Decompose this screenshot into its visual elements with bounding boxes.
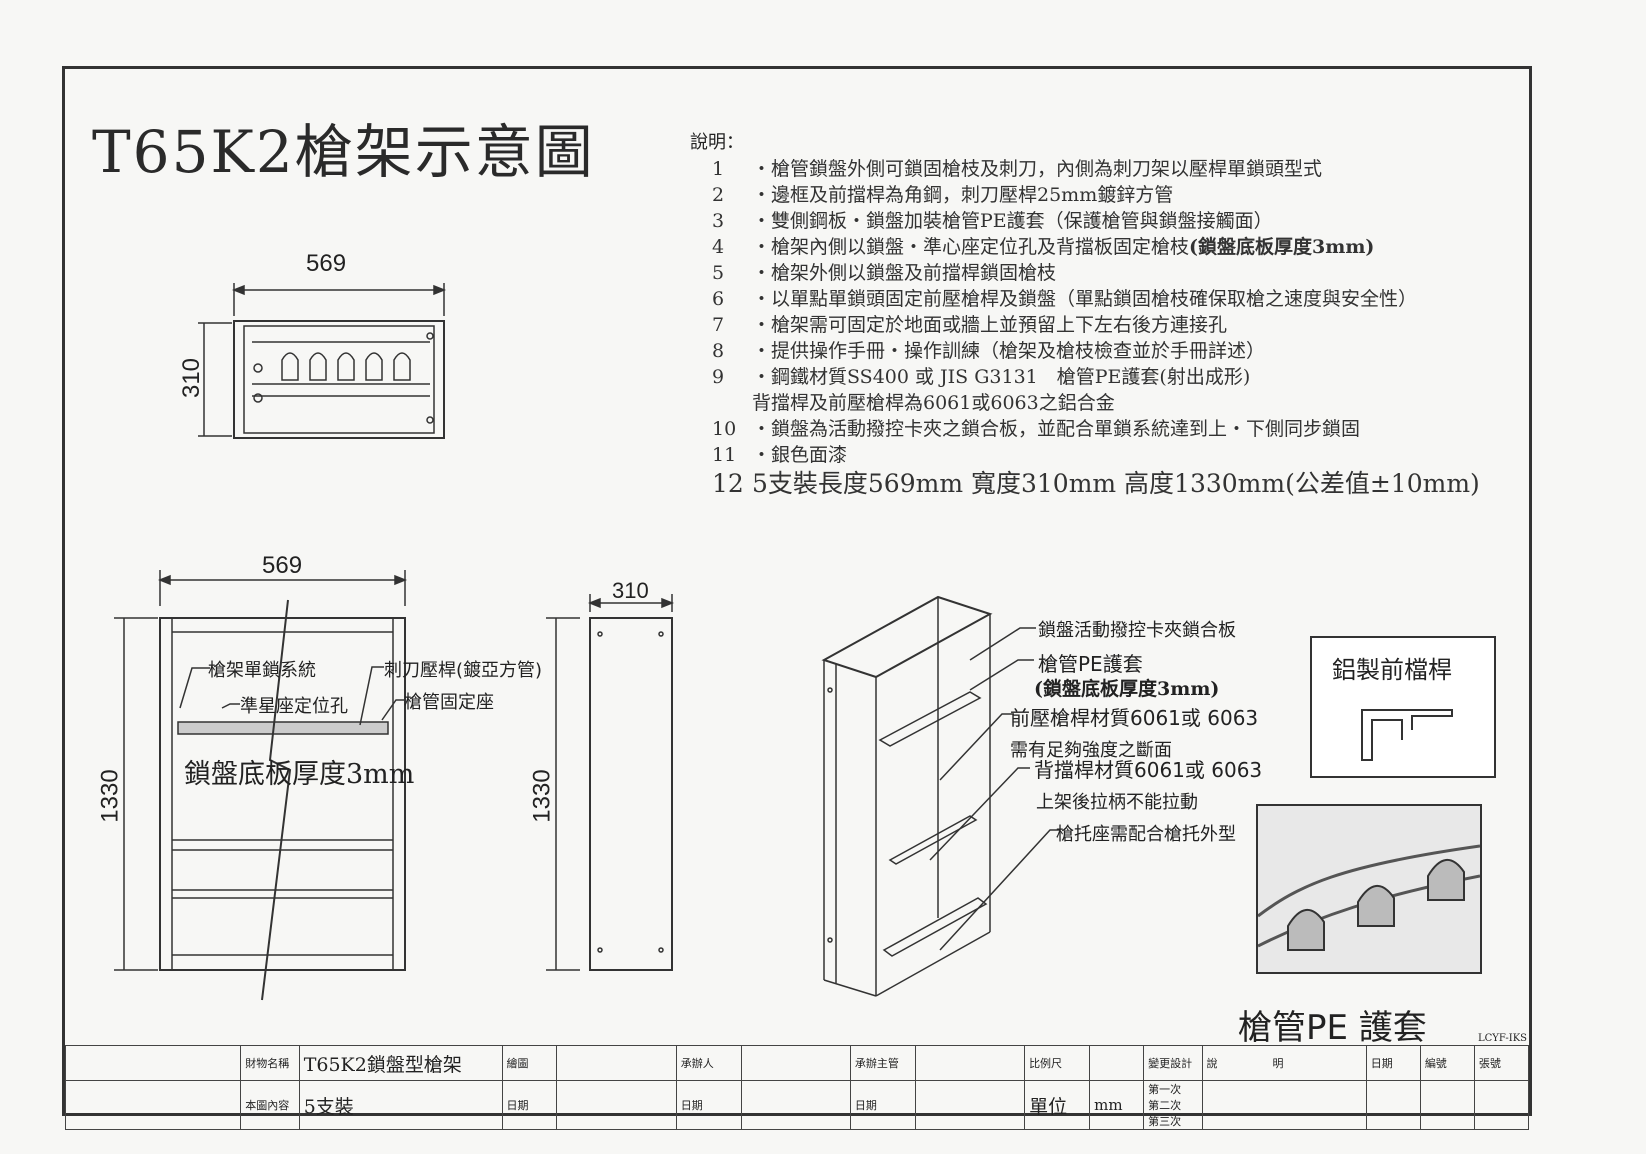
tb-desc2: 明 (1272, 1057, 1284, 1070)
note-item: 12 5支裝長度569mm 寬度310mm 高度1330mm(公差值±10mm) (712, 464, 1480, 500)
top-depth-dimension: 310 (178, 357, 206, 399)
label-lock-plate: 鎖盤活動撥控卡夾鎖合板 (1038, 620, 1236, 641)
note-item: 5 ・槍架外側以鎖盤及前擋桿鎖固槍枝 (712, 258, 1056, 285)
tb-date-label: 日期 (501, 1080, 557, 1130)
page-title: T65K2槍架示意圖 (92, 118, 595, 186)
side-view (546, 594, 675, 971)
label-lock-system: 槍架單鎖系統 (208, 660, 316, 681)
label-front-bar-material: 前壓槍桿材質6061或 6063 (1010, 706, 1259, 730)
tb-scale-label: 比例尺 (1024, 1045, 1091, 1081)
note-item: 6 ・以單點單鎖頭固定前壓槍桿及鎖盤（單點鎖固槍枝確保取槍之速度與安全性） (712, 284, 1417, 311)
isometric-view (821, 595, 993, 997)
tb-rev-design: 變更設計 (1143, 1045, 1203, 1081)
tb-content-label: 本圖內容 (240, 1080, 300, 1130)
tb-content-value: 5支裝 (298, 1080, 503, 1130)
note-text: ・雙側鋼板・鎖盤加裝槍管PE護套（保護槍管與鎖盤接觸面） (752, 210, 1273, 232)
note-text: 背擋桿及前壓槍桿為6061或6063之鋁合金 (752, 392, 1115, 414)
tb-date2: 日期 (1365, 1045, 1421, 1081)
tb-unit-value: mm (1089, 1080, 1145, 1130)
tb-contractor-label: 承辦人 (675, 1045, 742, 1081)
note-item: 背擋桿及前壓槍桿為6061或6063之鋁合金 (712, 388, 1115, 415)
tb-date-label-2: 日期 (675, 1080, 742, 1130)
note-item: 10 ・鎖盤為活動撥控卡夾之鎖合板，並配合單鎖系統達到上・下側同步鎖固 (712, 414, 1360, 441)
note-item: 9 ・鋼鐵材質SS400 或 JIS G3131 槍管PE護套(射出成形) (712, 362, 1250, 389)
tb-name-value: T65K2鎖盤型槍架 (298, 1045, 503, 1081)
note-item: 8 ・提供操作手冊・操作訓練（槍架及槍枝檢查並於手冊詳述） (712, 336, 1265, 363)
note-item: 11 ・銀色面漆 (712, 440, 847, 467)
label-thickness-overlay: 鎖盤底板厚度3mm (184, 759, 415, 790)
note-item: 7 ・槍架需可固定於地面或牆上並預留上下左右後方連接孔 (712, 310, 1227, 337)
tb-name-label: 財物名稱 (240, 1045, 300, 1081)
note-text: ・邊框及前擋桿為角鋼，刺刀壓桿25mm鍍鋅方管 (752, 184, 1174, 206)
tb-date-label-3: 日期 (849, 1080, 916, 1130)
note-text: ・鎖盤為活動撥控卡夾之鎖合板，並配合單鎖系統達到上・下側同步鎖固 (752, 418, 1361, 440)
pe-sleeve-photo-sketch (1257, 844, 1481, 951)
note-item: 1 ・槍管鎖盤外側可鎖固槍枝及刺刀，內側為刺刀架以壓桿單鎖頭型式 (712, 154, 1322, 181)
front-width-dimension: 569 (262, 552, 303, 579)
note-text: ・槍架需可固定於地面或牆上並預留上下左右後方連接孔 (752, 314, 1228, 336)
note-item: 4 ・槍架內側以鎖盤・準心座定位孔及背擋板固定槍枝(鎖盤底板厚度3mm) (712, 232, 1374, 259)
label-handle: 上架後拉柄不能拉動 (1036, 792, 1198, 813)
note-number: 5 (712, 262, 725, 284)
tb-revisions: 第一次第二次第三次 (1143, 1080, 1203, 1130)
aluminum-bar-caption: 鋁製前檔桿 (1332, 656, 1452, 684)
note-bold-text: (鎖盤底板厚度3mm) (1189, 236, 1375, 258)
label-stock-seat: 槍托座需配合槍托外型 (1056, 824, 1236, 845)
label-strength: 需有足夠強度之斷面 (1010, 740, 1172, 761)
tb-desc: 說 明 (1201, 1045, 1367, 1081)
note-number: 4 (712, 236, 725, 258)
note-number: 3 (712, 210, 725, 232)
note-text: ・槍管鎖盤外側可鎖固槍枝及刺刀，內側為刺刀架以壓桿單鎖頭型式 (752, 158, 1323, 180)
aluminum-bar-inset: 鋁製前檔桿 (1310, 636, 1496, 778)
top-width-dimension: 569 (306, 250, 347, 277)
leader-lines (179, 627, 1060, 951)
side-width-dimension: 310 (612, 578, 649, 603)
tb-desc1: 說 (1206, 1057, 1218, 1070)
note-number: 8 (712, 340, 725, 362)
front-view (114, 570, 408, 1001)
side-height-dimension: 1330 (528, 769, 556, 823)
note-number: 10 (712, 418, 737, 440)
notes-heading: 說明： (690, 132, 744, 153)
note-number: 2 (712, 184, 725, 206)
tb-number-label: 編號 (1419, 1045, 1475, 1081)
label-pe-sleeve: 槍管PE護套 (1038, 652, 1143, 676)
note-text: ・銀色面漆 (752, 444, 848, 466)
tb-rev1: 第一次 (1148, 1083, 1182, 1096)
label-plate-thickness: (鎖盤底板厚度3mm) (1034, 678, 1220, 700)
tb-sheet-label: 張號 (1473, 1045, 1530, 1081)
aluminum-profile-icon (1361, 709, 1453, 761)
tb-rev3: 第三次 (1148, 1115, 1182, 1128)
note-text: 5支裝長度569mm 寬度310mm 高度1330mm(公差值±10mm) (752, 469, 1480, 498)
note-item: 2 ・邊框及前擋桿為角鋼，刺刀壓桿25mm鍍鋅方管 (712, 180, 1173, 207)
note-item: 3 ・雙側鋼板・鎖盤加裝槍管PE護套（保護槍管與鎖盤接觸面） (712, 206, 1273, 233)
note-text: ・提供操作手冊・操作訓練（槍架及槍枝檢查並於手冊詳述） (752, 340, 1266, 362)
note-text: ・鋼鐵材質SS400 或 JIS G3131 槍管PE護套(射出成形) (752, 366, 1251, 388)
tb-unit-label: 單位 (1024, 1080, 1091, 1130)
label-back-bar-material: 背擋桿材質6061或 6063 (1034, 758, 1263, 782)
note-text: ・以單點單鎖頭固定前壓槍桿及鎖盤（單點鎖固槍枝確保取槍之速度與安全性） (752, 288, 1418, 310)
pe-sleeve-photo (1256, 804, 1482, 974)
note-number: 7 (712, 314, 725, 336)
label-bayonet-bar: 刺刀壓桿(鍍亞方管) (384, 660, 543, 681)
note-number: 9 (712, 366, 725, 388)
note-number: 1 (712, 158, 725, 180)
tb-drawn-label: 繪圖 (501, 1045, 557, 1081)
label-sight-hole: 準星座定位孔 (240, 696, 348, 717)
tb-supervisor-label: 承辦主管 (849, 1045, 916, 1081)
note-number: 11 (712, 444, 737, 466)
note-text: ・槍架內側以鎖盤・準心座定位孔及背擋板固定槍枝 (752, 236, 1190, 258)
tb-rev2: 第二次 (1148, 1099, 1182, 1112)
title-block: 財物名稱 T65K2鎖盤型槍架 繪圖 承辦人 承辦主管 比例尺 變更設計 說 明… (64, 1045, 1530, 1130)
pe-sleeve-caption: 槍管PE 護套 (1238, 1008, 1427, 1048)
front-height-dimension: 1330 (96, 769, 124, 823)
note-number: 6 (712, 288, 725, 310)
top-view (198, 283, 447, 439)
label-barrel-holder: 槍管固定座 (404, 692, 494, 713)
drawing-number: LCYF-IKS (1478, 1033, 1528, 1044)
note-text: ・槍架外側以鎖盤及前擋桿鎖固槍枝 (752, 262, 1057, 284)
note-number: 12 (712, 469, 744, 498)
